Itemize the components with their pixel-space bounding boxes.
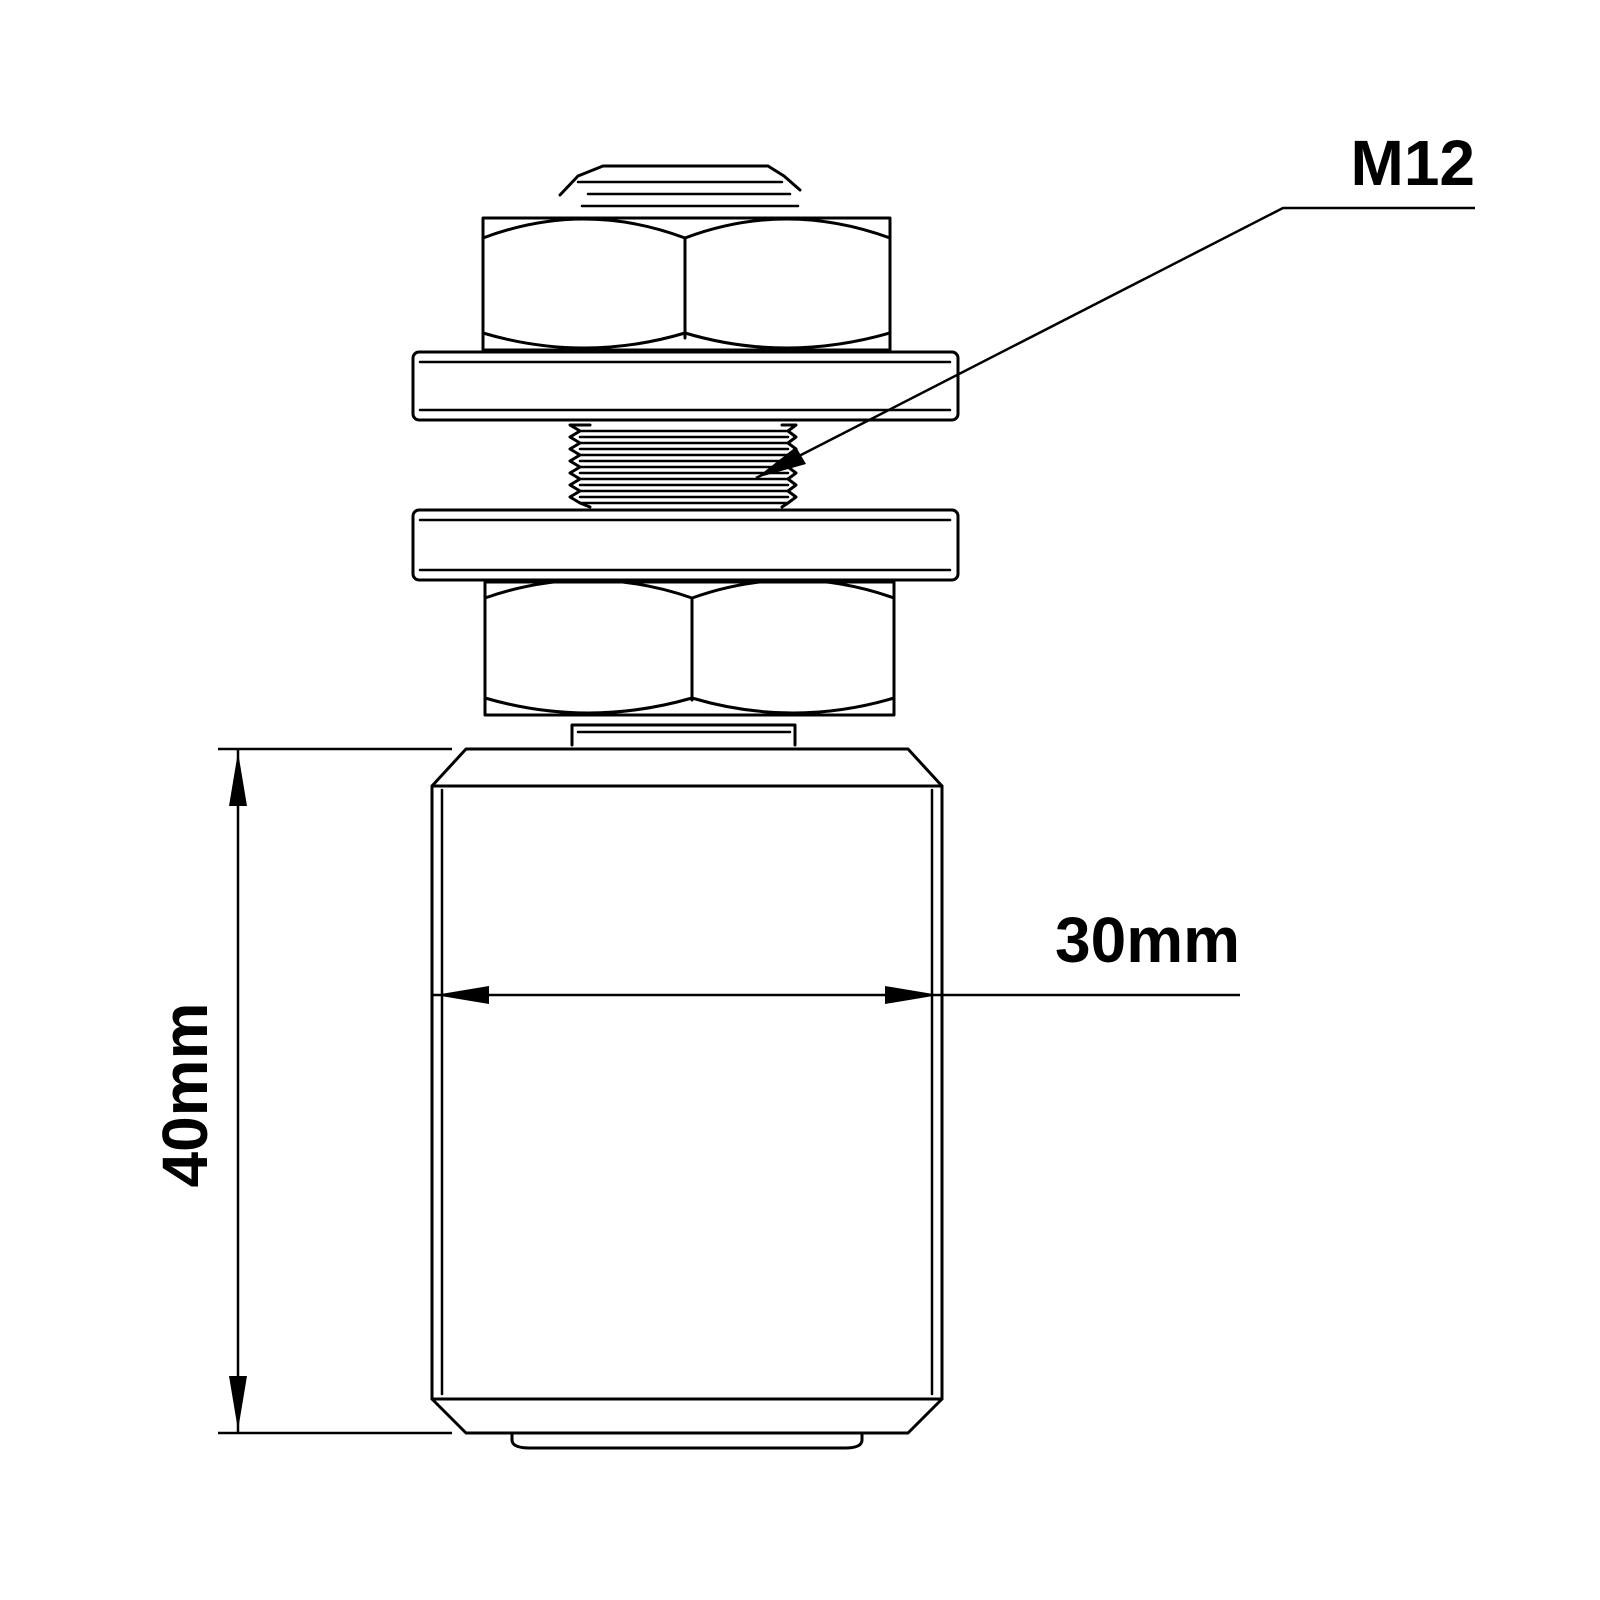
thread-leader-line [755, 206, 1475, 480]
lower-washer [411, 508, 960, 582]
stud-top-end [558, 164, 802, 208]
thread-leader [755, 206, 1475, 480]
arrow-left-icon [435, 986, 489, 1004]
arrow-right-icon [885, 986, 939, 1004]
width-dimension [432, 986, 1240, 1004]
upper-hex-nut [481, 216, 892, 352]
width-label: 30mm [1055, 904, 1240, 976]
height-label: 40mm [149, 1003, 221, 1188]
height-dimension [218, 747, 452, 1435]
roller-wheel [430, 747, 944, 1435]
shoulder [570, 723, 797, 747]
upper-washer [411, 350, 960, 422]
thread-section [568, 423, 798, 509]
arrow-up-icon [229, 752, 247, 806]
arrow-down-icon [229, 1376, 247, 1430]
thread-size-label: M12 [1351, 127, 1476, 199]
bottom-boss [510, 1431, 864, 1450]
leader-arrow-icon [756, 447, 806, 478]
lower-hex-nut [483, 578, 896, 717]
